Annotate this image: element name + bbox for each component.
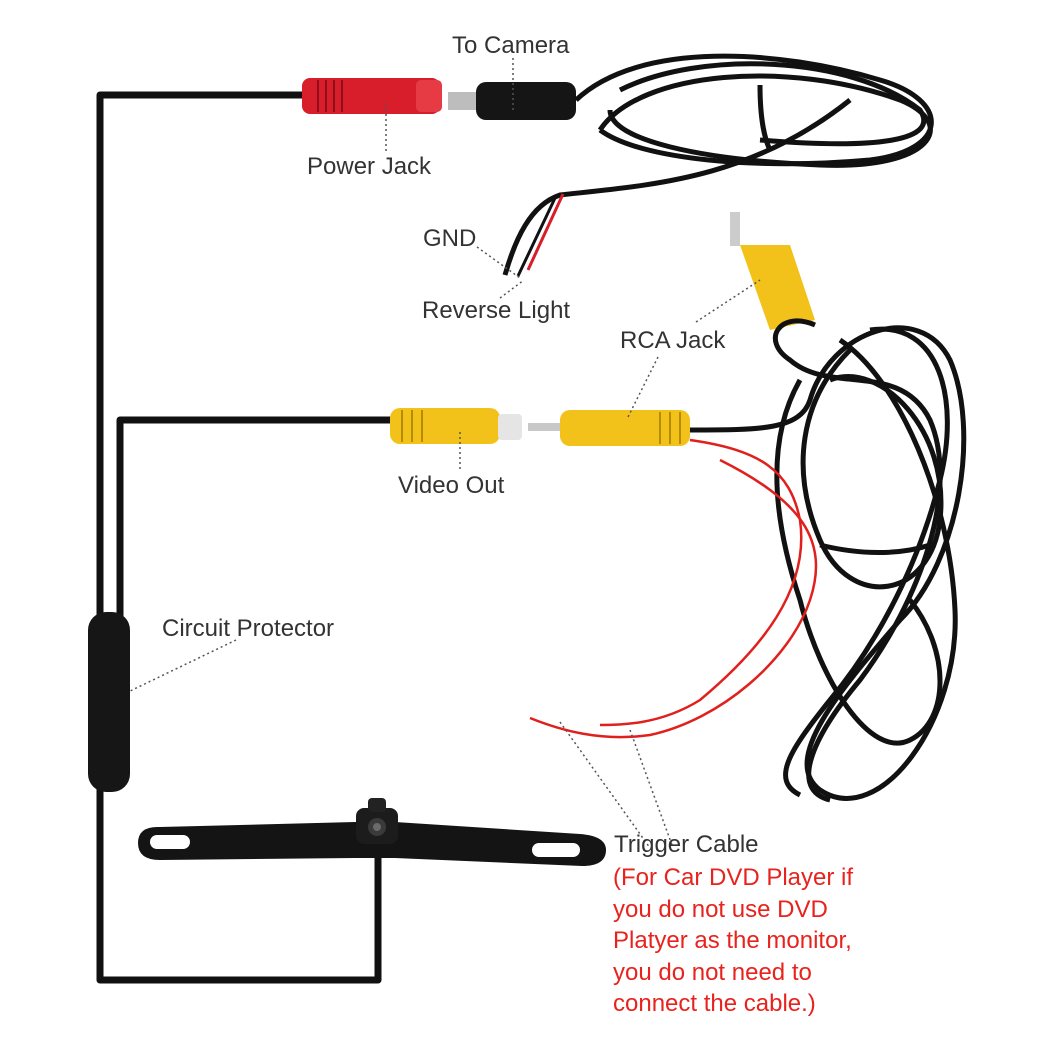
to-camera-label: To Camera [452, 32, 570, 59]
circuit-protector-body [88, 612, 130, 792]
gnd-wire [516, 195, 558, 277]
rca-jack-connector [528, 410, 690, 446]
rca-plug-top [730, 212, 815, 330]
power-jack-label: Power Jack [307, 153, 432, 180]
trigger-cable-label: Trigger Cable [614, 831, 759, 858]
leader-lines [127, 58, 761, 849]
trigger-note-line: (For Car DVD Player if [613, 864, 854, 891]
video-cable-coil [689, 318, 967, 803]
trigger-note-line: Platyer as the monitor, [613, 927, 852, 954]
license-plate-bracket [138, 798, 606, 866]
trigger-wires [529, 438, 818, 739]
rca-jack-label: RCA Jack [620, 327, 726, 354]
reverse-light-wire [526, 193, 565, 271]
video-out-rca-connector [390, 408, 522, 444]
gnd-label: GND [423, 225, 477, 252]
camera-cable-coil [502, 53, 934, 276]
video-out-label: Video Out [398, 472, 505, 499]
trigger-note-line: you do not use DVD [613, 895, 828, 923]
power-jack-connector [302, 78, 442, 114]
trigger-cable-note: (For Car DVD Player if you do not use DV… [613, 862, 853, 1020]
reverse-light-label: Reverse Light [422, 297, 571, 324]
harness-wires [96, 91, 392, 984]
trigger-note-line: connect the cable.) [613, 990, 816, 1017]
dc-plug-connector [448, 82, 576, 120]
circuit-protector-label: Circuit Protector [162, 615, 335, 642]
trigger-note-line: you do not need to [613, 958, 812, 986]
